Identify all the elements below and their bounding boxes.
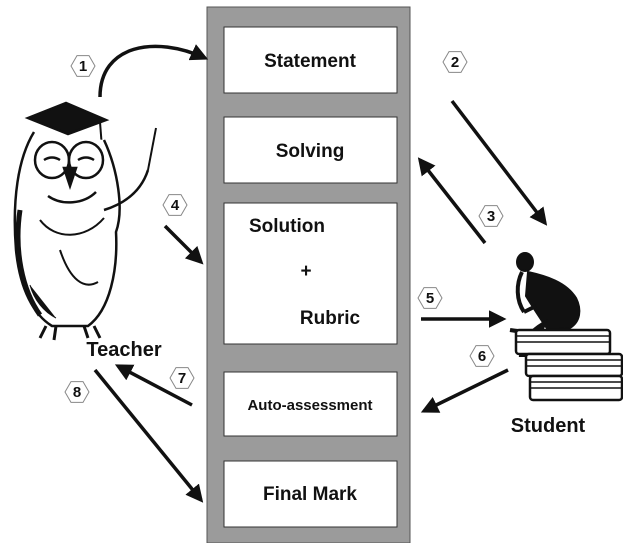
student-label: Student [511,415,586,437]
step-badge-8 [64,381,90,403]
thinker-on-books-icon [509,252,623,402]
step-number-5: 5 [426,290,434,307]
step-badge-3 [478,205,504,227]
step-badge-2 [442,51,468,73]
solution-rubric-box: Solution + Rubric [223,202,398,345]
step-badge-4 [162,194,188,216]
solving-label: Solving [276,141,345,162]
step-number-8: 8 [73,384,81,401]
step-number-3: 3 [487,208,495,225]
arrow-4 [163,224,204,265]
solving-box: Solving [223,116,398,184]
step-number-4: 4 [171,197,180,214]
step-badge-7 [169,367,195,389]
owl-teacher-icon [13,101,157,341]
arrow-7 [114,364,193,407]
arrow-1 [98,44,209,98]
step-markers: 1 2 3 4 5 6 7 8 [64,51,504,403]
step-badge-5 [417,287,443,309]
teacher-label: Teacher [86,339,161,361]
step-number-1: 1 [79,58,87,75]
solution-label: Solution [249,216,325,237]
arrow-6 [420,368,509,413]
auto-assessment-label: Auto-assessment [247,397,372,414]
arrow-2 [450,99,548,226]
final-mark-label: Final Mark [263,484,357,505]
step-number-7: 7 [178,370,186,387]
arrow-3 [417,157,487,245]
arrow-8 [93,368,204,503]
plus-label: + [300,261,311,282]
step-number-2: 2 [451,54,459,71]
step-number-6: 6 [478,348,486,365]
statement-box: Statement [223,26,398,94]
statement-label: Statement [264,51,357,72]
step-badge-1 [70,55,96,77]
final-mark-box: Final Mark [223,460,398,528]
rubric-label: Rubric [300,308,361,329]
step-badge-6 [469,345,495,367]
auto-assessment-box: Auto-assessment [223,371,398,437]
